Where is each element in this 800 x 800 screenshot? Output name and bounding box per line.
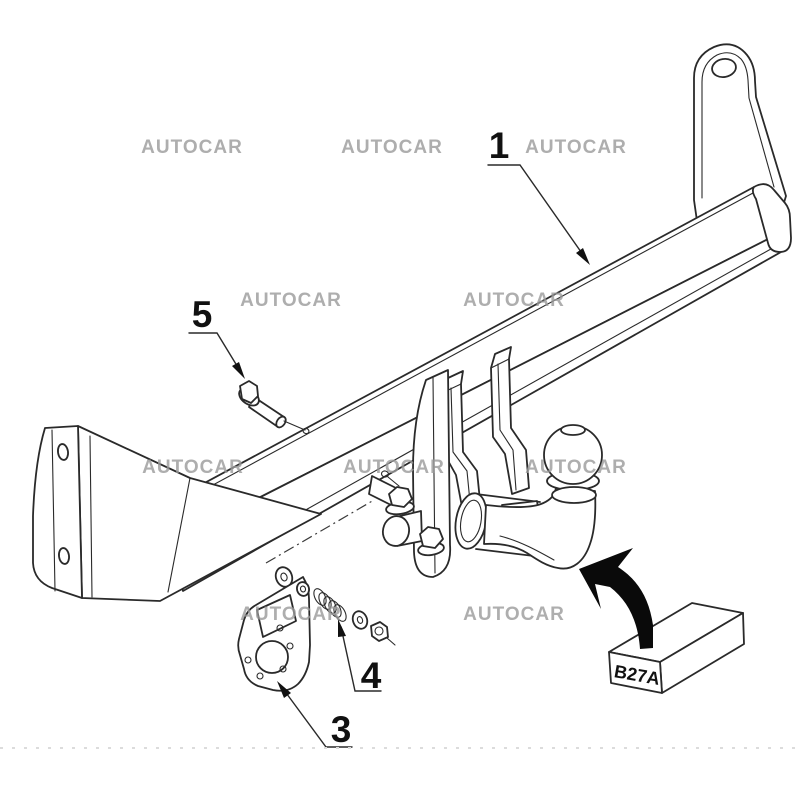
crossbar-end-cap <box>751 183 792 253</box>
watermark-text: AUTOCAR <box>525 137 627 158</box>
callout-1: 1 <box>487 125 590 265</box>
mounting-hole <box>58 547 70 565</box>
watermark-text: AUTOCAR <box>525 457 627 478</box>
watermark-text: AUTOCAR <box>463 604 565 625</box>
fixing-bolt <box>417 526 445 557</box>
neck-collar <box>551 486 597 504</box>
tow-ball-flat-top <box>560 424 586 436</box>
watermark-text: AUTOCAR <box>341 137 443 158</box>
watermark-text: AUTOCAR <box>141 137 243 158</box>
washer <box>351 610 369 630</box>
mounting-hole <box>57 443 69 461</box>
coil-spring <box>313 588 347 622</box>
direction-arrow-icon <box>579 548 653 649</box>
hex-nut <box>370 621 396 646</box>
crossbar <box>159 183 792 592</box>
watermark-text: AUTOCAR <box>463 290 565 311</box>
watermark-text: AUTOCAR <box>343 457 445 478</box>
callout-5-label: 5 <box>192 294 213 335</box>
watermark-layer: AUTOCAR AUTOCAR AUTOCAR AUTOCAR AUTOCAR AUTOC… <box>141 137 627 625</box>
bolt-hole <box>302 427 310 435</box>
left-mounting-bracket <box>32 425 322 602</box>
product-box: B27A <box>608 602 745 694</box>
callout-4: 4 <box>338 619 382 696</box>
ball-mount-assembly <box>382 369 541 578</box>
spacer-cylinder <box>382 510 423 547</box>
callout-4-label: 4 <box>361 655 382 696</box>
callout-5: 5 <box>188 294 245 379</box>
right-hanging-strap <box>490 346 530 495</box>
neck-tube <box>483 487 597 570</box>
callout-3-label: 3 <box>331 709 352 750</box>
callout-3: 3 <box>277 681 353 750</box>
socket-hole <box>255 640 289 674</box>
swan-neck-towball <box>483 424 603 570</box>
fixing-bolt <box>385 486 415 516</box>
watermark-text: AUTOCAR <box>142 457 244 478</box>
rectangular-cutout <box>256 594 297 638</box>
watermark-text: AUTOCAR <box>240 290 342 311</box>
callout-1-label: 1 <box>489 125 510 166</box>
left-hanging-strap <box>443 370 481 508</box>
hex-bolt-part5 <box>238 380 306 431</box>
watermark-text: AUTOCAR <box>240 604 342 625</box>
socket-plate-part3 <box>237 576 311 692</box>
bolt-head <box>239 380 259 404</box>
